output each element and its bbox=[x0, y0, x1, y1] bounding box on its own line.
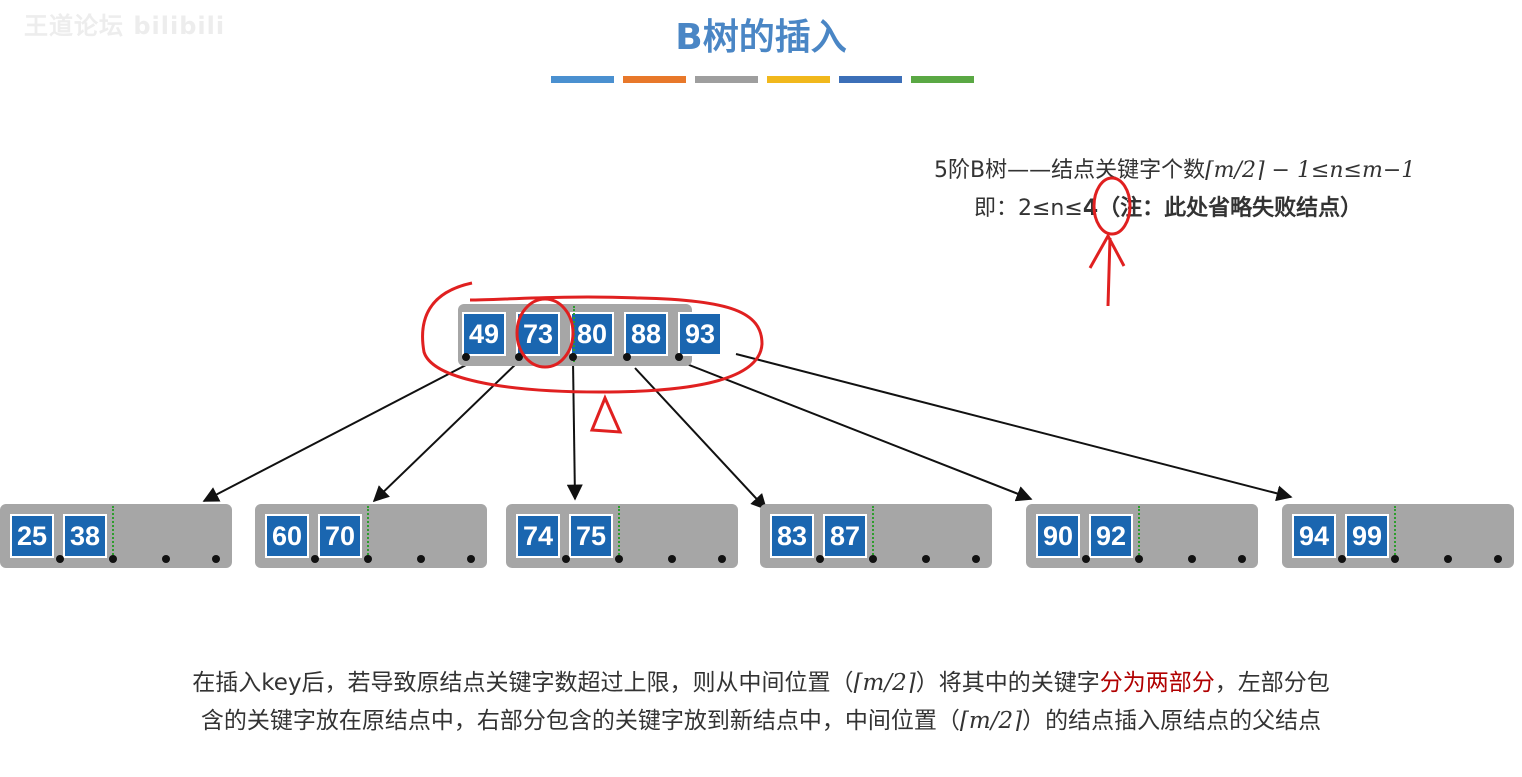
child-pointer bbox=[972, 555, 980, 563]
max-keys-arrow-mark bbox=[1088, 232, 1126, 307]
child-key-separator bbox=[872, 506, 874, 562]
title-color-segment bbox=[551, 76, 614, 83]
title-color-segment bbox=[839, 76, 902, 83]
child-key: 94 bbox=[1292, 514, 1336, 558]
description-highlight: 分为两部分 bbox=[1099, 670, 1215, 696]
child-pointer bbox=[1338, 555, 1346, 563]
child-pointer bbox=[668, 555, 676, 563]
child-pointer bbox=[109, 555, 117, 563]
order-note-prefix: 5阶B树——结点关键字个数 bbox=[934, 158, 1206, 183]
child-key: 99 bbox=[1345, 514, 1389, 558]
child-pointer bbox=[615, 555, 623, 563]
child-pointer bbox=[1135, 555, 1143, 563]
child-pointer bbox=[311, 555, 319, 563]
child-key-separator bbox=[1138, 506, 1140, 562]
watermark: 王道论坛 bilibili bbox=[24, 12, 226, 40]
child-pointer bbox=[562, 555, 570, 563]
description-formula: ⌈m/2⌉ bbox=[959, 708, 1023, 734]
root-pointer bbox=[623, 353, 631, 361]
root-key: 49 bbox=[462, 312, 506, 356]
child-pointer bbox=[56, 555, 64, 563]
child-pointer bbox=[922, 555, 930, 563]
child-pointer bbox=[212, 555, 220, 563]
description-line2: 含的关键字放在原结点中，右部分包含的关键字放到新结点中，中间位置（⌈m/2⌉）的… bbox=[0, 704, 1522, 738]
tree-edge-arrow bbox=[735, 353, 1293, 502]
description-formula: ⌈m/2⌉ bbox=[853, 670, 916, 696]
child-pointer bbox=[869, 555, 877, 563]
child-key: 87 bbox=[823, 514, 867, 558]
title-color-segment bbox=[767, 76, 830, 83]
child-pointer bbox=[1238, 555, 1246, 563]
child-pointer bbox=[718, 555, 726, 563]
child-pointer bbox=[1391, 555, 1399, 563]
child-pointer bbox=[364, 555, 372, 563]
tree-edge-arrow bbox=[202, 364, 467, 502]
child-key: 90 bbox=[1036, 514, 1080, 558]
child-pointer bbox=[417, 555, 425, 563]
child-key: 75 bbox=[569, 514, 613, 558]
description-text: ，左部分包 bbox=[1214, 670, 1330, 696]
child-key-separator bbox=[367, 506, 369, 562]
description-text: 含的关键字放在原结点中，右部分包含的关键字放到新结点中，中间位置（ bbox=[200, 708, 960, 734]
title-color-segment bbox=[911, 76, 974, 83]
child-key-separator bbox=[112, 506, 114, 562]
key-73-circle-mark bbox=[515, 297, 575, 369]
description-text: ）将其中的关键字 bbox=[915, 670, 1100, 696]
child-key: 70 bbox=[318, 514, 362, 558]
root-pointer bbox=[515, 353, 523, 361]
child-pointer bbox=[1188, 555, 1196, 563]
page-title: B树的插入 bbox=[675, 17, 847, 58]
root-node-circle-mark bbox=[421, 281, 764, 394]
order-note-formula: ⌈m/2⌉ − 1≤n≤m−1 bbox=[1205, 158, 1416, 183]
order-note-range: 即：2≤n≤ bbox=[974, 196, 1083, 221]
child-pointer bbox=[1444, 555, 1452, 563]
tree-edge-arrow bbox=[678, 360, 1033, 502]
child-key: 25 bbox=[10, 514, 54, 558]
child-key-separator bbox=[1394, 506, 1396, 562]
child-key: 92 bbox=[1089, 514, 1133, 558]
child-key-separator bbox=[618, 506, 620, 562]
root-pointer bbox=[675, 353, 683, 361]
root-key: 88 bbox=[624, 312, 668, 356]
title-color-segment bbox=[623, 76, 686, 83]
title-color-segment bbox=[695, 76, 758, 83]
description-line1: 在插入key后，若导致原结点关键字数超过上限，则从中间位置（⌈m/2⌉）将其中的… bbox=[0, 666, 1522, 700]
child-pointer bbox=[467, 555, 475, 563]
description-text: ）的结点插入原结点的父结点 bbox=[1022, 708, 1322, 734]
child-pointer bbox=[816, 555, 824, 563]
root-pointer bbox=[462, 353, 470, 361]
root-pointer bbox=[569, 353, 577, 361]
description-text: 在插入key后，若导致原结点关键字数超过上限，则从中间位置（ bbox=[192, 670, 854, 696]
child-pointer bbox=[162, 555, 170, 563]
child-key: 38 bbox=[63, 514, 107, 558]
child-key: 83 bbox=[770, 514, 814, 558]
child-key: 74 bbox=[516, 514, 560, 558]
child-key: 60 bbox=[265, 514, 309, 558]
order-note-remark: （注：此处省略失败结点） bbox=[1098, 196, 1363, 221]
root-key: 93 bbox=[678, 312, 722, 356]
child-pointer bbox=[1082, 555, 1090, 563]
child-pointer bbox=[1494, 555, 1502, 563]
order-note-line2: 即：2≤n≤4（注：此处省略失败结点） bbox=[974, 190, 1362, 222]
max-keys-circle-mark bbox=[1092, 176, 1132, 236]
order-note-line1: 5阶B树——结点关键字个数⌈m/2⌉ − 1≤n≤m−1 bbox=[934, 152, 1415, 184]
root-key: 80 bbox=[570, 312, 614, 356]
root-key: 73 bbox=[516, 312, 560, 356]
middle-position-triangle-mark bbox=[589, 394, 623, 434]
tree-edge-arrow bbox=[566, 360, 583, 501]
